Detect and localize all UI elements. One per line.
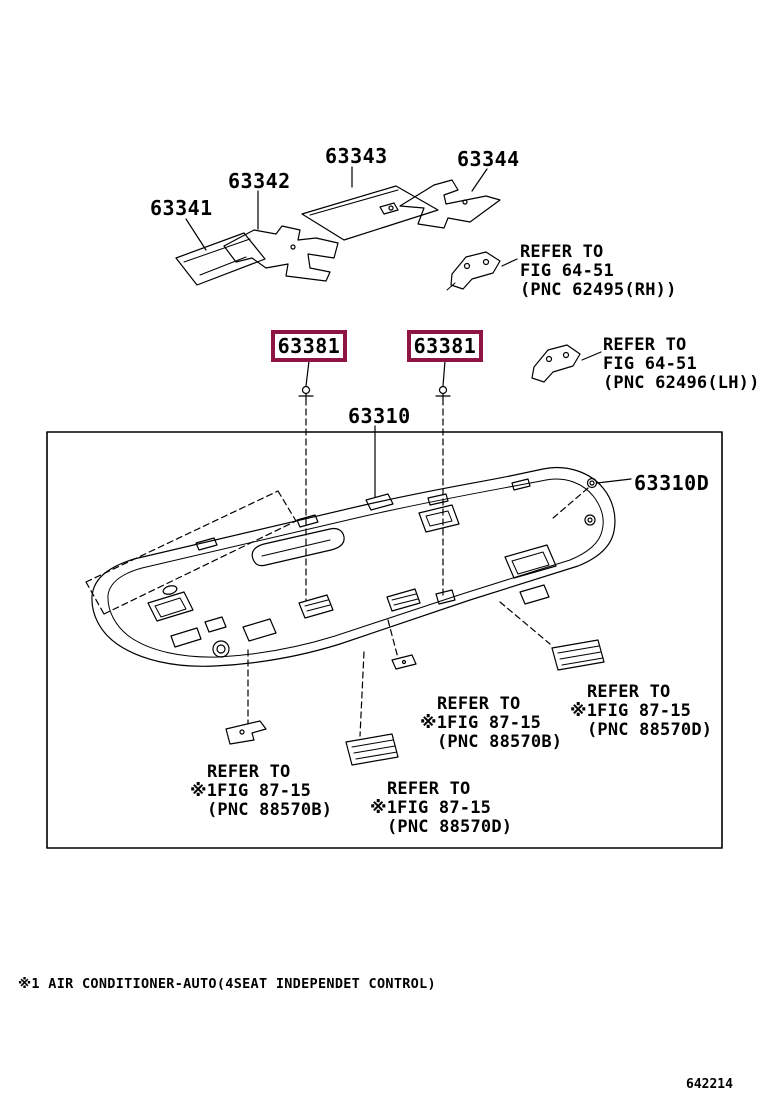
refer-note-fig87-15-d-bottom: REFER TO ※1FIG 87-15 (PNC 88570D) xyxy=(370,780,512,837)
figure-number: 642214 xyxy=(686,1077,733,1092)
clip-63381-right-drawing xyxy=(435,385,451,400)
part-label-63310[interactable]: 63310 xyxy=(348,404,411,428)
refer-line: FIG 64-51 xyxy=(520,261,614,281)
refer-line: (PNC 62495(RH)) xyxy=(520,280,677,300)
bracket-88570b-left-drawing xyxy=(225,720,267,745)
refer-line: (PNC 88570D) xyxy=(387,817,513,837)
refer-line: REFER TO xyxy=(207,762,291,782)
leader-lines xyxy=(185,166,632,498)
refer-note-fig87-15-b-left: REFER TO ※1FIG 87-15 (PNC 88570B) xyxy=(190,763,332,820)
part-label-63344[interactable]: 63344 xyxy=(457,147,520,171)
refer-note-fig64-51-rh: REFER TO FIG 64-51 (PNC 62495(RH)) xyxy=(520,243,677,300)
refer-note-fig87-15-b-mid: REFER TO ※1FIG 87-15 (PNC 88570B) xyxy=(420,695,562,752)
refer-note-fig64-51-lh: REFER TO FIG 64-51 (PNC 62496(LH)) xyxy=(603,336,760,393)
part-label-63341[interactable]: 63341 xyxy=(150,196,213,220)
refer-line: REFER TO xyxy=(520,242,604,262)
refer-line: (PNC 88570B) xyxy=(207,800,333,820)
refer-line: (PNC 88570D) xyxy=(587,720,713,740)
part-label-63381-left-text: 63381 xyxy=(277,334,341,358)
vent-grille-right-drawing xyxy=(551,639,605,671)
refer-line: REFER TO xyxy=(387,779,471,799)
refer-note-fig87-15-d-right: REFER TO ※1FIG 87-15 (PNC 88570D) xyxy=(570,683,712,740)
refer-line: ※1FIG 87-15 xyxy=(420,713,542,733)
refer-line: ※1FIG 87-15 xyxy=(190,781,312,801)
part-label-63343[interactable]: 63343 xyxy=(325,144,388,168)
part-label-63381-right-text: 63381 xyxy=(413,334,477,358)
headliner-63310-drawing xyxy=(91,466,616,667)
part-label-63310d[interactable]: 63310D xyxy=(634,471,710,495)
dashed-leader-lines xyxy=(85,398,589,737)
bracket-lh-drawing xyxy=(531,344,581,383)
bracket-rh-drawing xyxy=(446,251,501,291)
part-label-63381-right[interactable]: 63381 xyxy=(407,330,483,362)
refer-line: (PNC 62496(LH)) xyxy=(603,373,760,393)
refer-line: REFER TO xyxy=(603,335,687,355)
refer-line: REFER TO xyxy=(587,682,671,702)
refer-line: ※1FIG 87-15 xyxy=(370,798,492,818)
vent-grille-bottom-drawing xyxy=(345,733,399,766)
refer-line: REFER TO xyxy=(437,694,521,714)
refer-line: FIG 64-51 xyxy=(603,354,697,374)
refer-line: (PNC 88570B) xyxy=(437,732,563,752)
part-label-63342[interactable]: 63342 xyxy=(228,169,291,193)
bracket-88570b-mid-drawing xyxy=(391,654,417,670)
refer-line: ※1FIG 87-15 xyxy=(570,701,692,721)
diagram-frame xyxy=(46,431,723,849)
clip-63381-left-drawing xyxy=(298,385,314,400)
part-label-63381-left[interactable]: 63381 xyxy=(271,330,347,362)
footnote: ※1 AIR CONDITIONER-AUTO(4SEAT INDEPENDET… xyxy=(18,976,436,992)
pad-63341-drawing xyxy=(175,232,266,286)
pad-63344-drawing xyxy=(399,179,501,229)
pad-63342-drawing xyxy=(223,225,339,282)
pad-63343-drawing xyxy=(301,185,439,241)
